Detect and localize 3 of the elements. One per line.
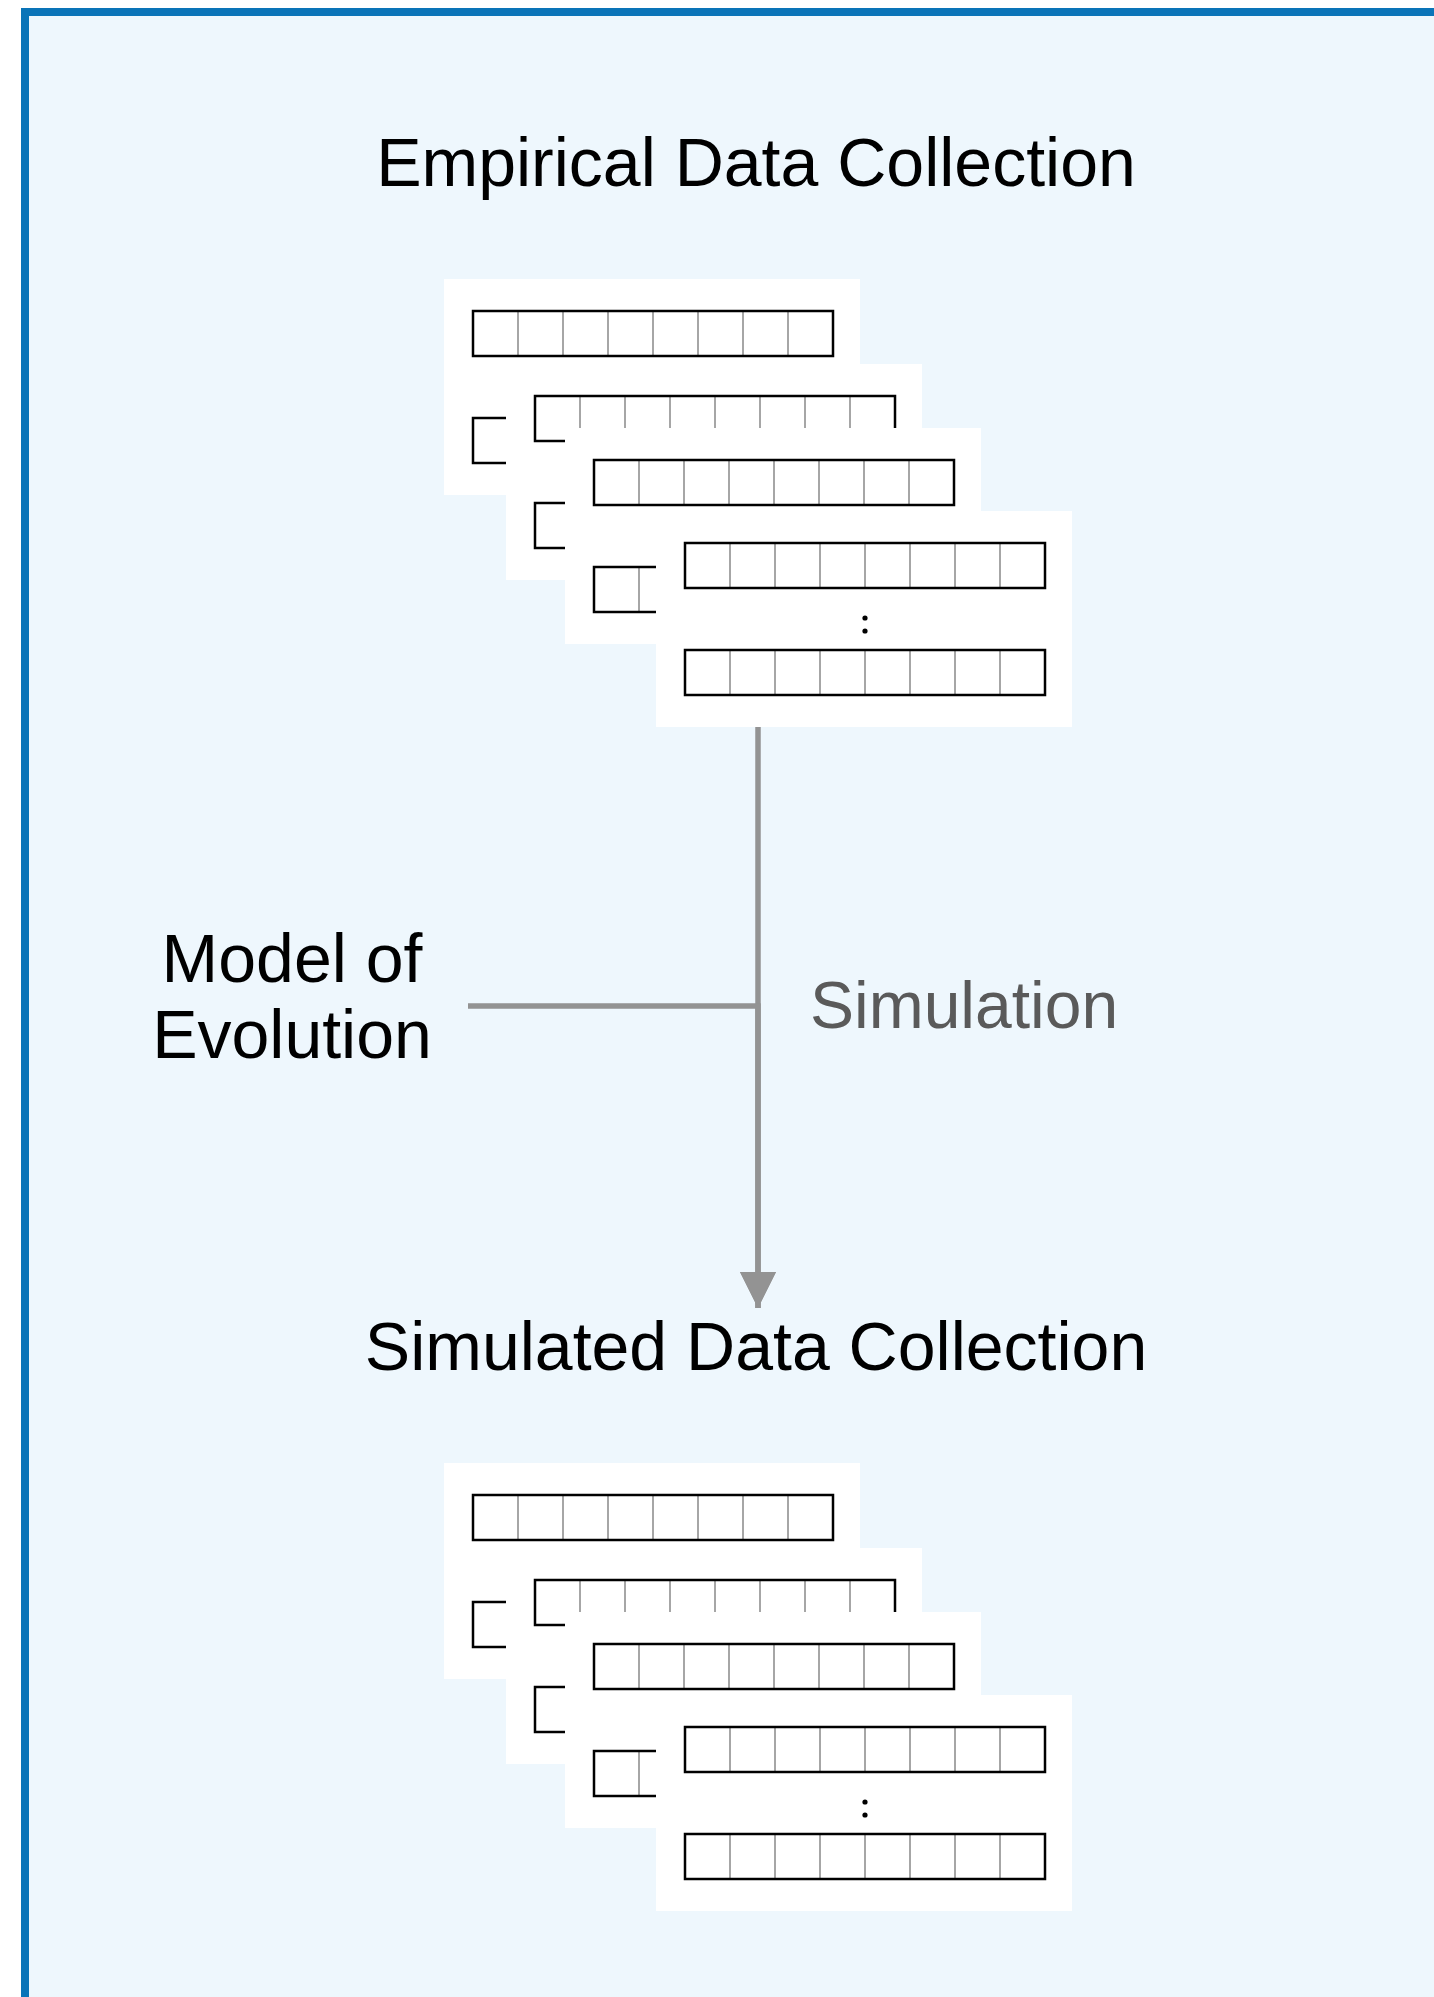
arrow [468,1003,776,1308]
collection-heading: Simulated Data Collection [363,1312,1149,1380]
model-label: Model of Evolution [151,920,433,1072]
